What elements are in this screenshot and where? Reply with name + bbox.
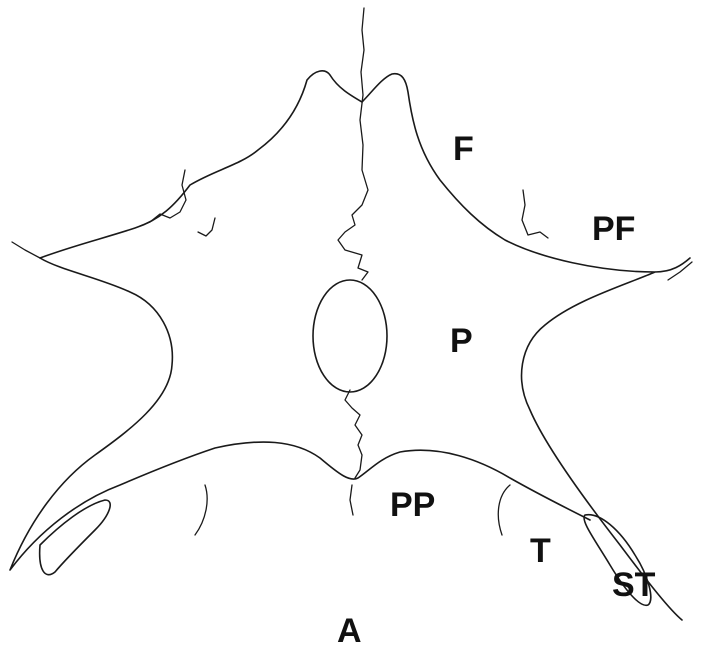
midline-suture-tail <box>350 485 353 515</box>
label-prefrontal: PF <box>592 210 635 248</box>
label-a: A <box>337 612 362 650</box>
label-parietal: P <box>450 322 473 360</box>
label-supratemporal: ST <box>612 566 656 604</box>
left-supratemporal-process <box>40 500 111 575</box>
left-orbit-spur <box>12 242 40 258</box>
midline-suture <box>338 8 368 280</box>
right-prefrontal-suture <box>522 190 548 238</box>
midline-suture-lower <box>345 390 362 478</box>
label-postparietal: PP <box>390 486 435 524</box>
label-tabular: T <box>530 532 551 570</box>
pineal-foramen <box>313 280 387 392</box>
left-orbit-suture <box>198 218 215 236</box>
skull-outline <box>10 71 690 620</box>
right-tabular-arc <box>498 485 510 535</box>
label-frontal: F <box>453 130 474 168</box>
left-postparietal-arc <box>195 485 207 535</box>
